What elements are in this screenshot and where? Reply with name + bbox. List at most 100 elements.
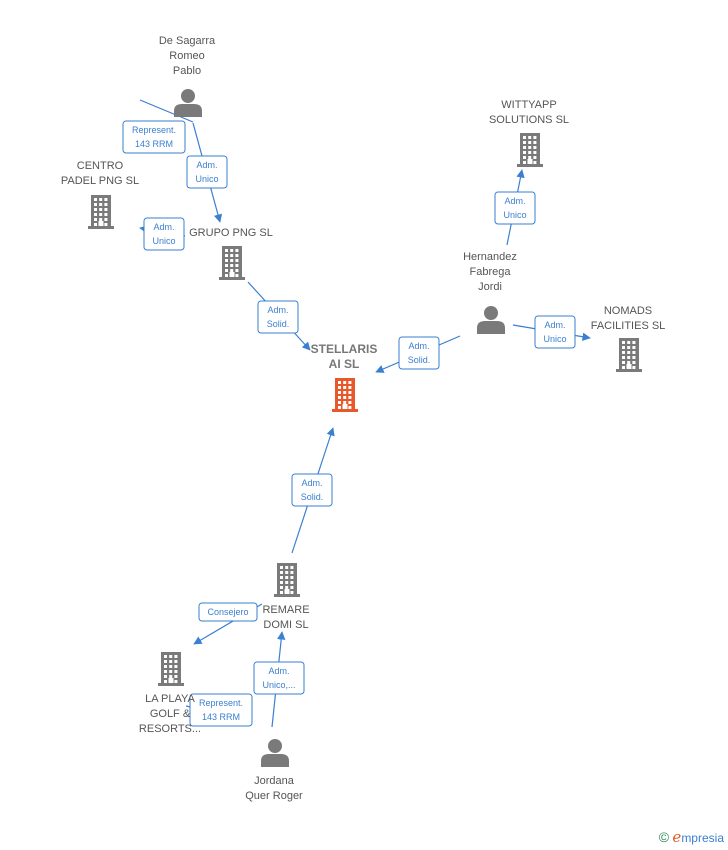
building-icon <box>274 563 300 597</box>
building-window <box>338 396 341 399</box>
edge-label-remare-stellaris[interactable]: Adm.Solid. <box>291 473 333 507</box>
node-label: Pablo <box>173 65 201 77</box>
edge-label-hernandez-stellaris[interactable]: Adm.Solid. <box>398 336 440 370</box>
building-window <box>622 341 625 344</box>
building-window <box>285 581 289 584</box>
building-window <box>94 223 97 226</box>
edge-label-text: Adm. <box>408 341 429 351</box>
building-window <box>230 269 234 272</box>
node-centro[interactable]: CENTRO PADEL PNG SL <box>61 160 139 229</box>
building-icon <box>332 378 358 412</box>
building-window <box>627 361 631 364</box>
building-window <box>94 203 97 206</box>
building-window <box>627 351 631 354</box>
edge-label-box <box>253 661 305 695</box>
edge-label-jordana-remare[interactable]: Adm.Unico,... <box>253 661 305 695</box>
building-window <box>338 406 341 409</box>
building-window <box>164 675 167 678</box>
node-label: Fabrega <box>470 266 512 278</box>
edge-label-box <box>122 120 186 154</box>
person-icon <box>477 306 505 334</box>
building-door <box>229 272 235 277</box>
building-window <box>174 660 178 663</box>
node-label: REMARE <box>262 604 309 616</box>
node-label: CENTRO <box>77 160 124 172</box>
building-window <box>104 208 108 211</box>
building-window <box>523 156 526 159</box>
building-door <box>342 404 348 409</box>
building-window <box>632 356 636 359</box>
building-base <box>158 683 184 686</box>
edge-label-grupo-stellaris[interactable]: Adm.Solid. <box>257 300 299 334</box>
building-window <box>285 586 289 589</box>
edge-label-box <box>291 473 333 507</box>
building-window <box>523 151 526 154</box>
node-label: PADEL PNG SL <box>61 175 139 187</box>
building-window <box>230 254 234 257</box>
building-door <box>527 159 533 164</box>
building-window <box>164 670 167 673</box>
building-window <box>99 208 103 211</box>
building-window <box>280 566 283 569</box>
building-window <box>632 366 636 369</box>
node-label: De Sagarra <box>159 35 216 47</box>
person-body <box>174 104 202 117</box>
node-label: Quer Roger <box>245 790 303 802</box>
node-label: GOLF & <box>150 708 191 720</box>
building-window <box>235 259 239 262</box>
building-icon <box>88 195 114 229</box>
building-window <box>627 356 631 359</box>
edge-label-text: Unico,... <box>262 680 295 690</box>
edge-label-hernandez-wittyapp[interactable]: Adm.Unico <box>494 191 536 225</box>
node-nomads[interactable]: NOMADS FACILITIES SL <box>591 305 666 372</box>
building-window <box>99 198 103 201</box>
building-window <box>280 581 283 584</box>
building-window <box>338 386 341 389</box>
edge-desagarra-centro <box>139 99 194 123</box>
building-window <box>285 566 289 569</box>
edge-label-text: 143 RRM <box>202 712 240 722</box>
building-window <box>230 264 234 267</box>
node-label: Hernandez <box>463 251 517 263</box>
building-icon <box>158 652 184 686</box>
building-window <box>338 391 341 394</box>
building-window <box>343 386 347 389</box>
building-window <box>164 660 167 663</box>
node-label: GRUPO PNG SL <box>189 227 273 239</box>
edge-label-desagarra-grupo[interactable]: Adm.Unico <box>186 155 228 189</box>
edge-label-grupo-centro[interactable]: Adm.Unico <box>143 217 185 251</box>
building-window <box>533 136 537 139</box>
building-base <box>88 226 114 229</box>
building-window <box>94 213 97 216</box>
building-window <box>627 341 631 344</box>
node-grupo[interactable]: GRUPO PNG SL <box>189 227 273 280</box>
brand-name: mpresia <box>681 831 724 845</box>
building-window <box>343 381 347 384</box>
edge-label-text: Represent. <box>199 698 243 708</box>
brand-logo: © empresia <box>659 828 724 846</box>
building-window <box>164 665 167 668</box>
building-window <box>99 203 103 206</box>
person-body <box>261 754 289 767</box>
edge-label-jordana-laplaya[interactable]: Represent. 143 RRM <box>189 693 253 727</box>
building-window <box>280 576 283 579</box>
node-label: NOMADS <box>604 305 652 317</box>
edge-label-desagarra-centro[interactable]: Represent.143 RRM <box>122 120 186 154</box>
building-window <box>632 361 636 364</box>
building-window <box>230 249 234 252</box>
edge-label-text: Solid. <box>301 492 324 502</box>
building-window <box>523 141 526 144</box>
building-door <box>98 221 104 226</box>
building-window <box>348 396 352 399</box>
building-window <box>290 576 294 579</box>
edge-label-hernandez-nomads[interactable]: Adm.Unico <box>534 315 576 349</box>
edge-label-remare-laplaya[interactable]: Consejero <box>198 602 258 622</box>
node-label: FACILITIES SL <box>591 320 666 332</box>
